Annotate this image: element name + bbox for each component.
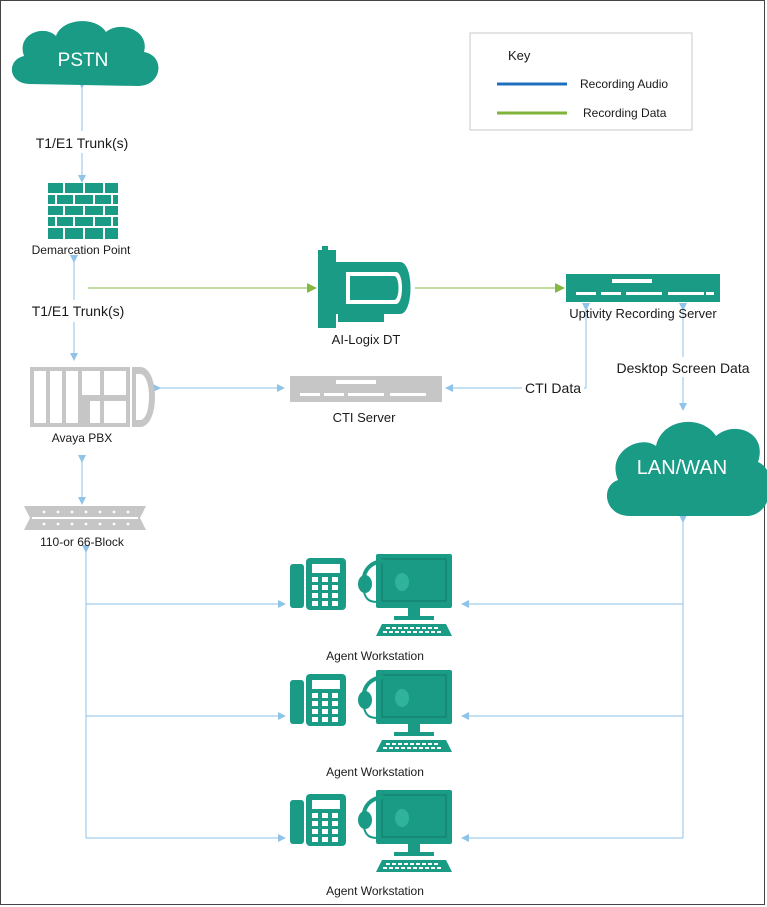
connections bbox=[70, 81, 687, 842]
legend: Key Recording Audio Recording Data bbox=[469, 32, 693, 131]
lanwan-cloud: LAN/WAN bbox=[607, 421, 767, 516]
cti-server: CTI Server bbox=[290, 376, 442, 425]
avaya-pbx: Avaya PBX bbox=[30, 367, 155, 445]
cti-server-icon bbox=[290, 376, 442, 402]
pbx-switch-icon bbox=[30, 367, 155, 427]
legend-title: Key bbox=[508, 48, 531, 63]
agent-workstation-icon bbox=[288, 552, 454, 638]
pci-card-icon bbox=[318, 246, 411, 328]
agent-workstation-2: Agent Workstation bbox=[288, 668, 454, 779]
agent-workstation-1: Agent Workstation bbox=[288, 552, 454, 663]
demarcation-point: Demarcation Point bbox=[32, 183, 131, 257]
desktop-screen-label: Desktop Screen Data bbox=[616, 360, 749, 376]
ailogix-card: AI-Logix DT bbox=[318, 246, 411, 347]
lanwan-label: LAN/WAN bbox=[637, 457, 727, 479]
cti-data-label: CTI Data bbox=[525, 380, 581, 396]
agent-workstation-icon bbox=[288, 788, 454, 874]
agent-workstation-3: Agent Workstation bbox=[288, 788, 454, 898]
block-label: 110-or 66-Block bbox=[40, 535, 125, 549]
demarcation-label: Demarcation Point bbox=[32, 243, 131, 257]
recording-server-label: Uptivity Recording Server bbox=[569, 306, 717, 321]
agent-workstation-label: Agent Workstation bbox=[326, 884, 424, 898]
rack-server-icon bbox=[566, 274, 720, 302]
agent-workstation-icon bbox=[288, 668, 454, 754]
pstn-label: PSTN bbox=[58, 50, 109, 71]
brick-wall-icon bbox=[48, 183, 118, 239]
agent-workstation-label: Agent Workstation bbox=[326, 765, 424, 779]
cti-server-label: CTI Server bbox=[333, 410, 397, 425]
punch-block-icon bbox=[24, 506, 146, 530]
legend-label-audio: Recording Audio bbox=[580, 77, 668, 91]
recording-server: Uptivity Recording Server bbox=[566, 274, 720, 321]
trunk-top-label: T1/E1 Trunk(s) bbox=[36, 135, 129, 151]
ailogix-label: AI-Logix DT bbox=[332, 332, 401, 347]
agent-workstation-label: Agent Workstation bbox=[326, 649, 424, 663]
avaya-label: Avaya PBX bbox=[52, 431, 112, 445]
trunk-mid-label: T1/E1 Trunk(s) bbox=[32, 303, 125, 319]
legend-label-data: Recording Data bbox=[583, 106, 667, 120]
link-server-cti bbox=[520, 303, 590, 389]
punch-block: 110-or 66-Block bbox=[24, 506, 146, 549]
pstn-cloud: PSTN bbox=[11, 21, 159, 86]
